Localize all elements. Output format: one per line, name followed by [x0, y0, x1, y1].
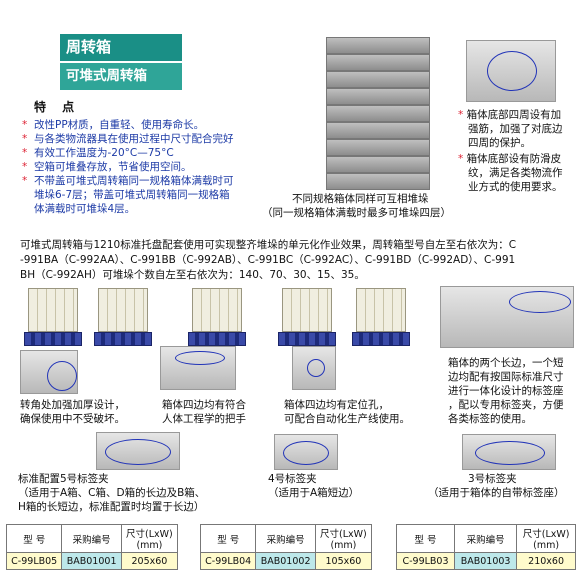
- crate-bottom-photo: [466, 40, 556, 102]
- pallet-photo: [186, 284, 248, 352]
- cell-model: C-99LB05: [5, 552, 63, 570]
- feature-item: *改性PP材质，自重轻、使用寿命长。: [22, 119, 205, 131]
- header-size: 尺寸(LxW)(mm): [120, 524, 179, 553]
- cell-code: BAB01002: [255, 552, 316, 570]
- bottom-note-1: * 箱体底部四周设有加 强筋，加强了对底边 四周的保护。: [458, 109, 563, 149]
- label-clip-3-photo: [462, 434, 556, 470]
- cell-model: C-99LB04: [199, 552, 257, 570]
- cell-model: C-99LB03: [396, 552, 455, 570]
- stacked-crates-photo: [326, 37, 430, 190]
- feature-item: *有效工作温度为-20°C—75°C: [22, 147, 174, 159]
- label-seat-photo: [440, 286, 574, 348]
- label-clip-5-caption: 标准配置5号标签夹 （适用于A箱、C箱、D箱的长边及B箱、 H箱的长短边，标准配…: [18, 473, 206, 513]
- header-code: 采购编号: [61, 524, 122, 553]
- header-model: 型 号: [199, 524, 257, 553]
- header-model: 型 号: [396, 524, 455, 553]
- feature-item: *与各类物流器具在使用过程中尺寸配合完好: [22, 133, 234, 145]
- pallet-photo: [350, 284, 412, 352]
- label-clip-4-photo: [274, 434, 338, 470]
- label-clip-5-photo: [96, 432, 180, 470]
- feature-corner-caption: 转角处加强加厚设计，确保使用中不受破坏。: [20, 399, 125, 425]
- stack-caption-line1: 不同规格箱体同样可互相堆垛: [292, 193, 429, 205]
- cell-code: BAB01003: [453, 552, 518, 570]
- intro-paragraph: 可堆式周转箱与1210标准托盘配套使用可实现整齐堆垛的单元化作业效果，周转箱型号…: [20, 239, 517, 281]
- label-clip-3-caption: 3号标签夹 （适用于箱体的自带标签座）: [428, 473, 565, 499]
- label-clip-4-caption: 4号标签夹 （适用于A箱短边）: [268, 473, 360, 499]
- feature-label-seat-caption: 箱体的两个长边，一个短边均配有按国际标准尺寸 进行一体化设计的标签座，配以专用标…: [448, 357, 564, 425]
- feature-hole-caption: 箱体四边均有定位孔，可配合自动化生产线使用。: [284, 399, 410, 425]
- bottom-note-2: * 箱体底部设有防滑皮 纹，满足各类物流作 业方式的使用要求。: [458, 153, 563, 193]
- cell-size: 105x60: [314, 552, 373, 570]
- header-model: 型 号: [5, 524, 63, 553]
- header-size: 尺寸(LxW)(mm): [314, 524, 373, 553]
- pallet-photo: [22, 284, 84, 352]
- pallet-photo: [92, 284, 154, 352]
- header-code: 采购编号: [255, 524, 316, 553]
- feature-handle-caption: 箱体四边均有符合人体工程学的把手: [162, 399, 246, 425]
- locating-hole-photo: [292, 346, 336, 390]
- feature-item: *不带盖可堆式周转箱同一规格箱体满载时可 堆垛6-7层；带盖可堆式周转箱同一规格…: [22, 175, 234, 215]
- header-size: 尺寸(LxW)(mm): [516, 524, 576, 553]
- features-title: 特 点: [34, 100, 81, 114]
- section-title: 周转箱: [52, 34, 182, 61]
- section-subtitle: 可堆式周转箱: [52, 63, 182, 90]
- header-code: 采购编号: [453, 524, 518, 553]
- cell-size: 210x60: [516, 552, 576, 570]
- feature-item: *空箱可堆叠存放，节省使用空间。: [22, 161, 192, 173]
- cell-code: BAB01001: [61, 552, 122, 570]
- handle-photo: [160, 346, 236, 390]
- corner-photo: [20, 350, 78, 394]
- pallet-photo: [276, 284, 338, 352]
- stack-caption-line2: （同一规格箱体满载时最多可堆垛四层）: [262, 207, 451, 219]
- cell-size: 205x60: [120, 552, 179, 570]
